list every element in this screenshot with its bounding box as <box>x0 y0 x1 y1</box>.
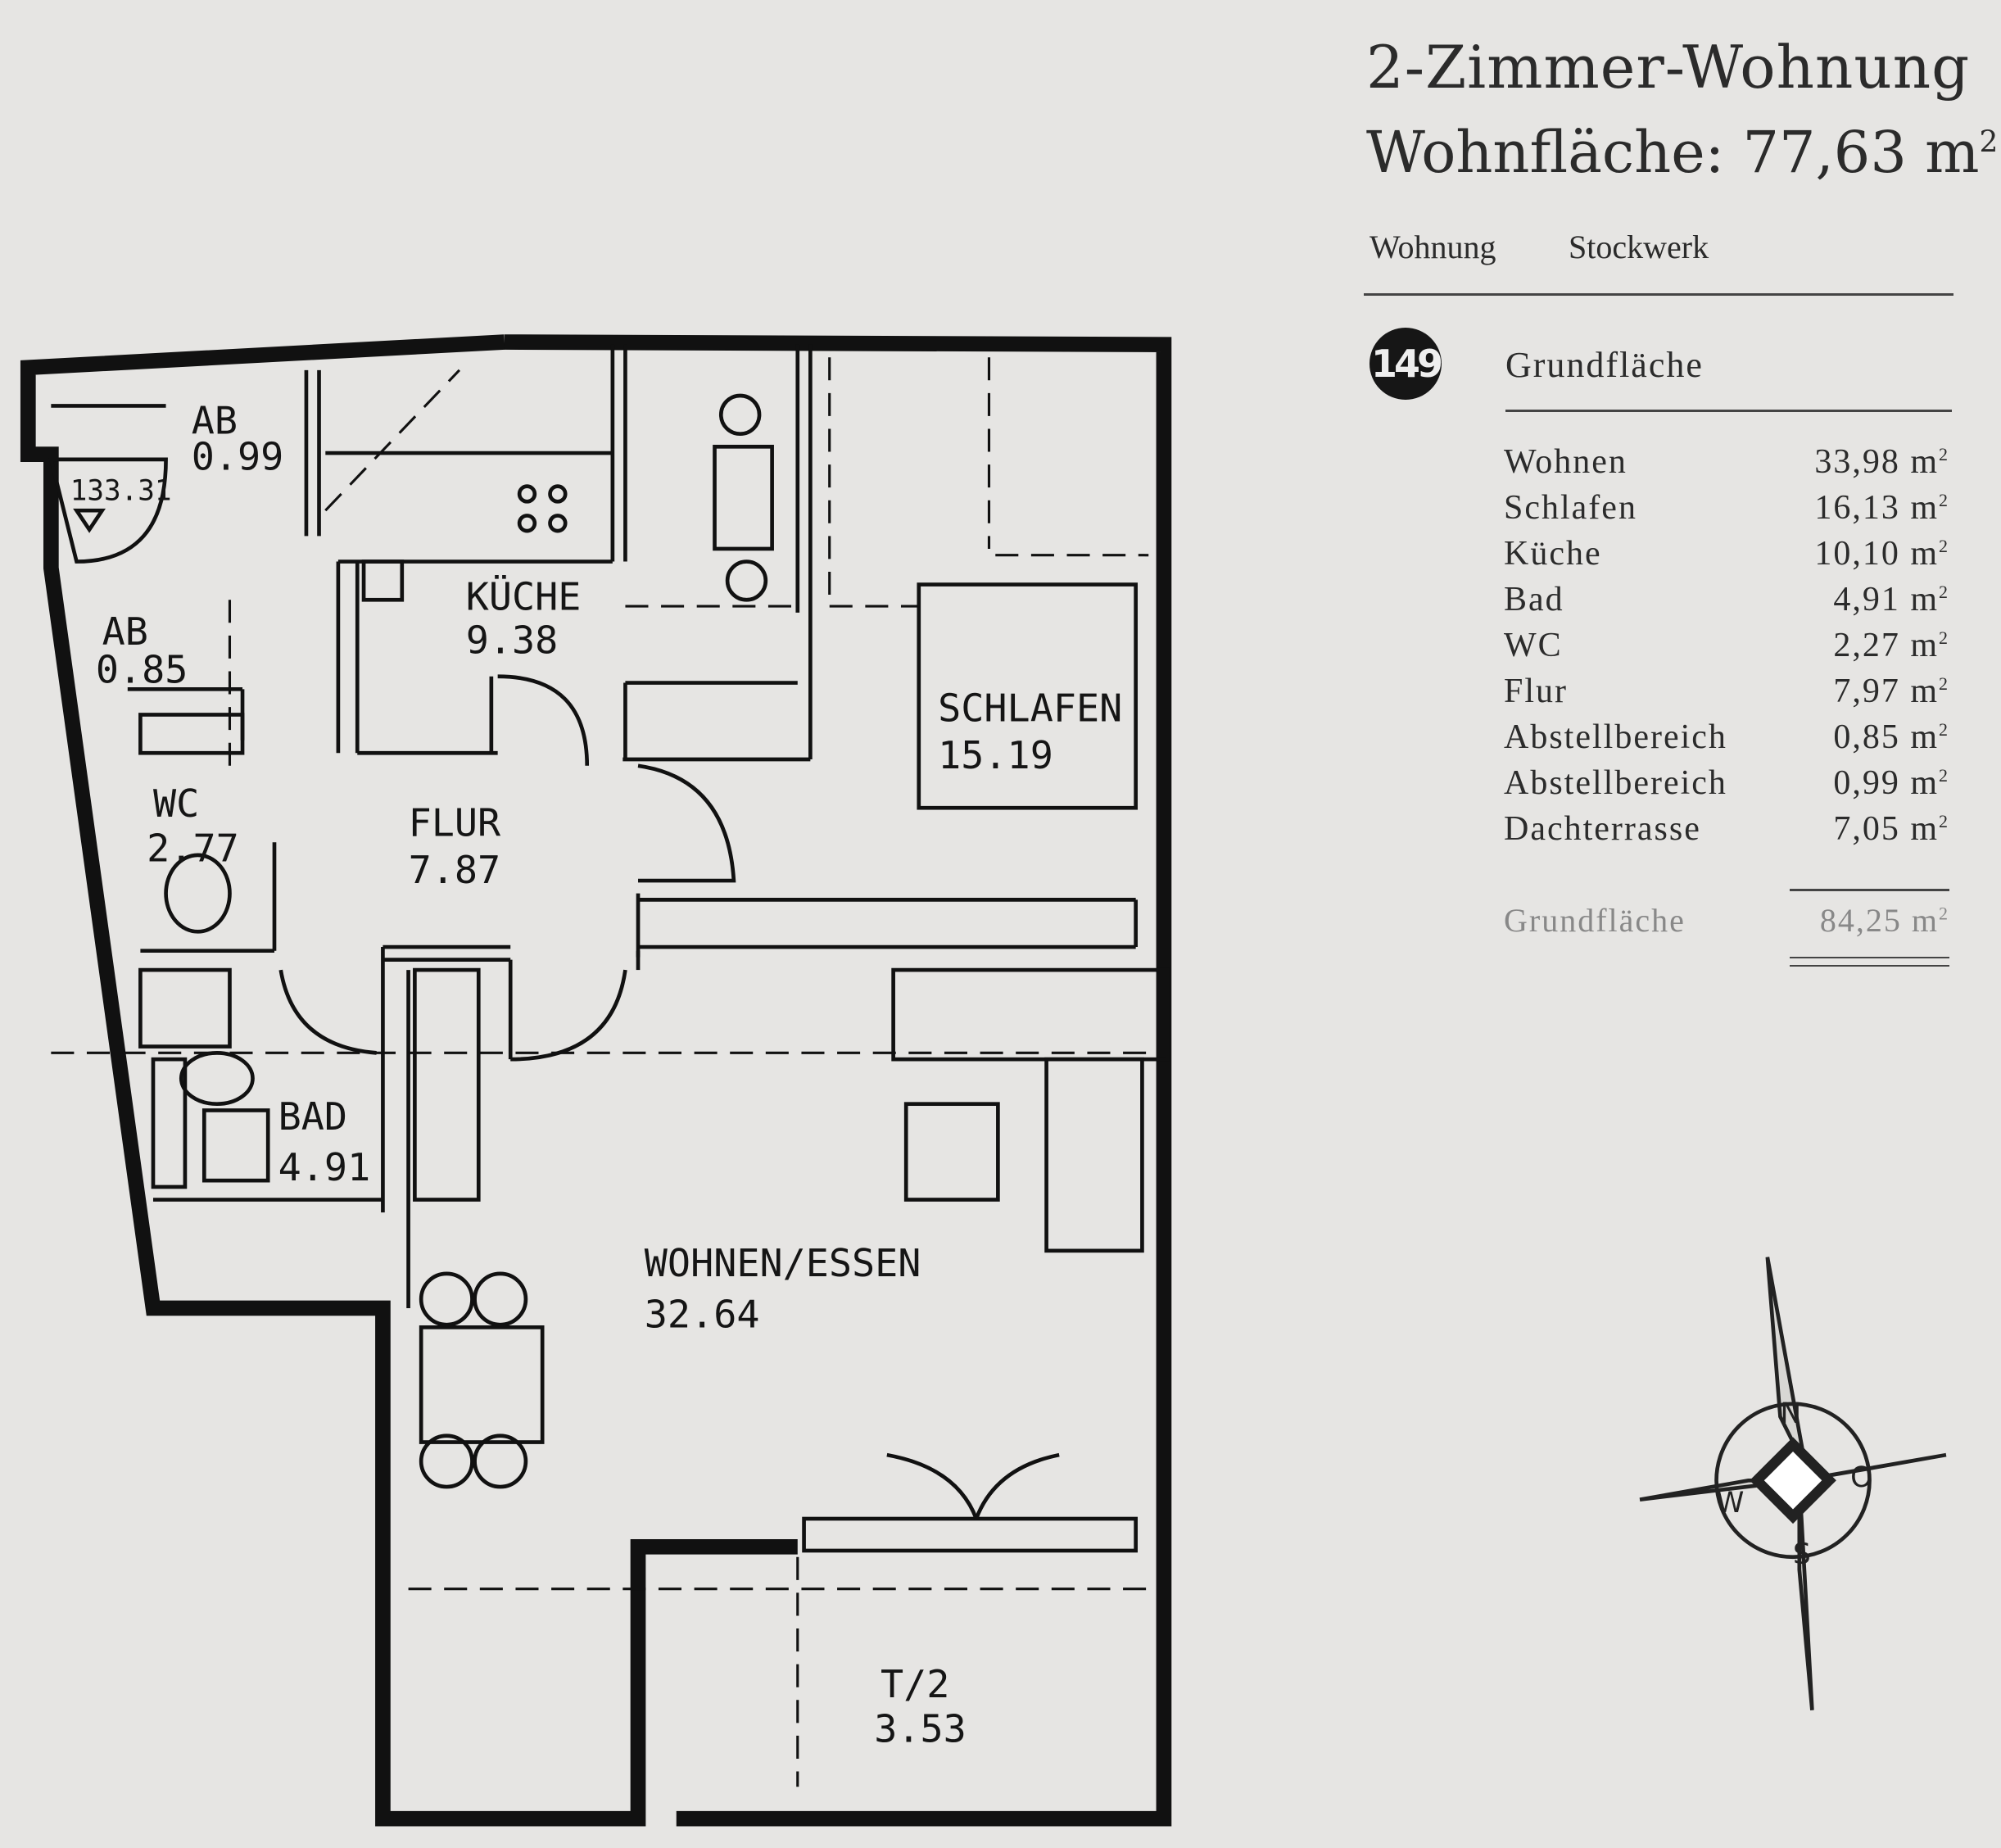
wohnen-label: WOHNEN/ESSEN <box>645 1242 921 1286</box>
room-area: 2,27 m2 <box>1833 627 1949 664</box>
room-name: Wohnen <box>1504 443 1628 481</box>
divider <box>1505 410 1952 412</box>
room-name: Bad <box>1504 581 1564 618</box>
total-row: Grundfläche 84,25 m2 <box>1504 901 1949 940</box>
total-value: 84,25 m2 <box>1819 902 1949 939</box>
room-area: 0,85 m2 <box>1833 718 1949 756</box>
col-apartment: Wohnung <box>1369 229 1496 265</box>
room-name: Abstellbereich <box>1504 718 1727 756</box>
double-underline <box>1790 965 1949 967</box>
ab1-label: AB <box>192 400 238 444</box>
area-row: Dachterrasse 7,05 m2 <box>1504 809 1949 855</box>
terrace-label: T/2 <box>881 1663 949 1707</box>
ab2-area: 0.85 <box>96 649 188 693</box>
area-row: Wohnen 33,98 m2 <box>1504 442 1949 488</box>
double-underline <box>1790 957 1949 958</box>
room-name: Abstellbereich <box>1504 764 1727 802</box>
room-area: 0,99 m2 <box>1833 764 1949 802</box>
room-name: Flur <box>1504 673 1569 710</box>
terrace-area: 3.53 <box>874 1708 967 1752</box>
col-floor: Stockwerk <box>1569 229 1709 265</box>
flur-label: FLUR <box>409 801 501 845</box>
wc-label: WC <box>153 782 199 827</box>
level-marker: 133.31 <box>70 475 172 508</box>
area-row: Bad 4,91 m2 <box>1504 580 1949 626</box>
compass-rose-icon: N O S W <box>1639 1257 1947 1710</box>
compass-n: N <box>1780 1397 1801 1430</box>
walls <box>20 334 1172 1827</box>
room-name: Küche <box>1504 535 1602 573</box>
schlafen-label: SCHLAFEN <box>938 686 1122 731</box>
divider <box>1364 293 1953 296</box>
section-label: Grundfläche <box>1505 345 1704 385</box>
room-area: 10,10 m2 <box>1814 535 1949 573</box>
room-name: Dachterrasse <box>1504 810 1701 848</box>
room-area: 16,13 m2 <box>1814 489 1949 527</box>
room-name: WC <box>1504 627 1563 664</box>
ab2-label: AB <box>102 610 148 654</box>
living-area: Wohnfläche: 77,63 m2 <box>1366 119 1999 186</box>
apartment-number-badge: 149 <box>1369 328 1443 400</box>
room-area: 4,91 m2 <box>1833 581 1949 618</box>
schlafen-area: 15.19 <box>938 734 1053 778</box>
kueche-label: KÜCHE <box>466 575 582 620</box>
wc-area: 2.77 <box>147 827 239 872</box>
wohnen-area: 32.64 <box>645 1293 760 1337</box>
flur-area: 7.87 <box>409 849 501 893</box>
total-label: Grundfläche <box>1504 902 1686 939</box>
area-row: WC 2,27 m2 <box>1504 626 1949 672</box>
bad-area: 4.91 <box>278 1146 371 1190</box>
room-labels: AB 0.99 133.31 AB 0.85 WC 2.77 KÜCHE 9.3… <box>70 400 1123 1752</box>
compass-w: W <box>1717 1487 1745 1520</box>
area-row: Schlafen 16,13 m2 <box>1504 488 1949 534</box>
compass-o: O <box>1850 1461 1872 1494</box>
compass-s: S <box>1793 1538 1811 1571</box>
room-area: 33,98 m2 <box>1814 443 1949 481</box>
page-title: 2-Zimmer-Wohnung <box>1366 33 1971 102</box>
room-area: 7,97 m2 <box>1833 673 1949 710</box>
ab1-area: 0.99 <box>192 435 284 479</box>
sum-line <box>1790 889 1949 891</box>
area-row: Abstellbereich 0,85 m2 <box>1504 718 1949 763</box>
area-row: Flur 7,97 m2 <box>1504 672 1949 718</box>
bad-label: BAD <box>278 1095 347 1139</box>
room-name: Schlafen <box>1504 489 1637 527</box>
kueche-area: 9.38 <box>466 619 559 664</box>
area-table: Wohnen 33,98 m2 Schlafen 16,13 m2 Küche 10,… <box>1504 442 1949 855</box>
room-area: 7,05 m2 <box>1833 810 1949 848</box>
area-row: Abstellbereich 0,99 m2 <box>1504 763 1949 809</box>
area-row: Küche 10,10 m2 <box>1504 534 1949 580</box>
